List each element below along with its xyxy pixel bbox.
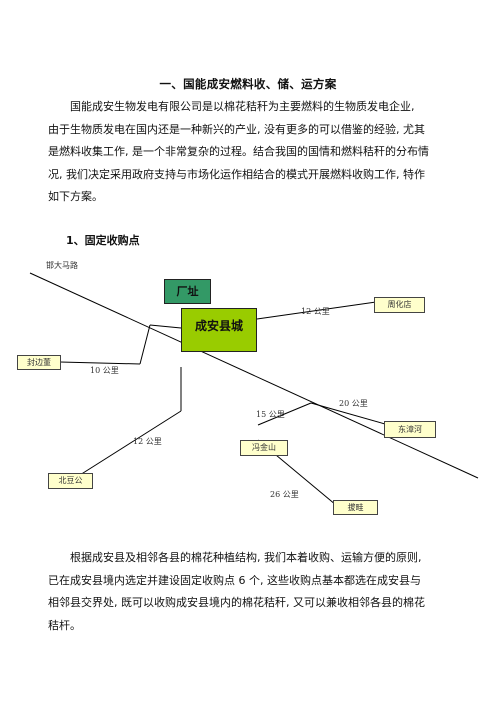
page-title: 一、国能成安燃料收、储、运方案 xyxy=(159,77,337,91)
distance-zhouhua: 12 公里 xyxy=(301,307,330,316)
collection-map-lines xyxy=(29,272,479,506)
distance-fengbian: 10 公里 xyxy=(90,366,119,375)
dongzhang-line xyxy=(310,402,386,425)
road-label: 邯大马路 xyxy=(46,261,78,270)
station-hongmi: 拔畦 xyxy=(333,500,378,515)
zhouhua-line xyxy=(256,301,377,320)
fengbian-line xyxy=(149,324,182,329)
closing-paragraph: 根据成安县及相邻各县的棉花种植结构, 我们本着收购、运输方便的原则, 已在成安县… xyxy=(48,547,448,637)
distance-hongmi: 26 公里 xyxy=(270,490,299,499)
station-fengbian: 封边董 xyxy=(17,355,61,370)
closing-line-2: 已在成安县境内选定并建设固定收购点 6 个, 这些收购点基本都选在成安县与 xyxy=(48,573,421,587)
station-dongzhang: 东漳河 xyxy=(384,421,436,438)
closing-line-1: 根据成安县及相邻各县的棉花种植结构, 我们本着收购、运输方便的原则, xyxy=(70,551,422,564)
section-title: 1、固定收购点 xyxy=(66,234,140,247)
intro-paragraph: 国能成安生物发电有限公司是以棉花秸秆为主要燃料的生物质发电企业, 由于生物质发电… xyxy=(48,96,448,209)
intro-line-3: 是燃料收集工作, 是一个非常复杂的过程。结合我国的国情和燃料秸秆的分布情 xyxy=(48,145,429,159)
plant-box: 厂址 xyxy=(164,279,211,304)
road-line xyxy=(29,272,479,479)
closing-line-3: 相邻县交界处, 既可以收购成安县境内的棉花秸秆, 又可以兼收相邻各县的棉花 xyxy=(48,596,425,610)
distance-dongzhang: 20 公里 xyxy=(339,399,368,408)
fengbian-branch-2 xyxy=(59,361,141,365)
station-beidou: 北豆公 xyxy=(48,473,93,489)
intro-line-4: 况, 我们决定采用政府支持与市场化运作相结合的模式开展燃料收购工作, 特作 xyxy=(48,167,425,181)
distance-fengjinshan: 15 公里 xyxy=(256,410,285,419)
closing-line-4: 秸杆。 xyxy=(48,618,81,632)
station-fengjinshan: 冯金山 xyxy=(240,440,288,456)
distance-beidou: 12 公里 xyxy=(133,437,162,446)
station-zhouhua: 周化店 xyxy=(374,297,425,313)
fengbian-branch xyxy=(139,324,151,365)
intro-line-2: 由于生物质发电在国内还是一种新兴的产业, 没有更多的可以借鉴的经验, 尤其 xyxy=(48,122,425,136)
fengjinshan-line xyxy=(257,402,312,426)
city-box: 成安县城 xyxy=(181,308,257,352)
beidou-line xyxy=(71,410,182,481)
intro-line-1: 国能成安生物发电有限公司是以棉花秸秆为主要燃料的生物质发电企业, xyxy=(70,100,415,113)
intro-line-5: 如下方案。 xyxy=(48,190,103,204)
